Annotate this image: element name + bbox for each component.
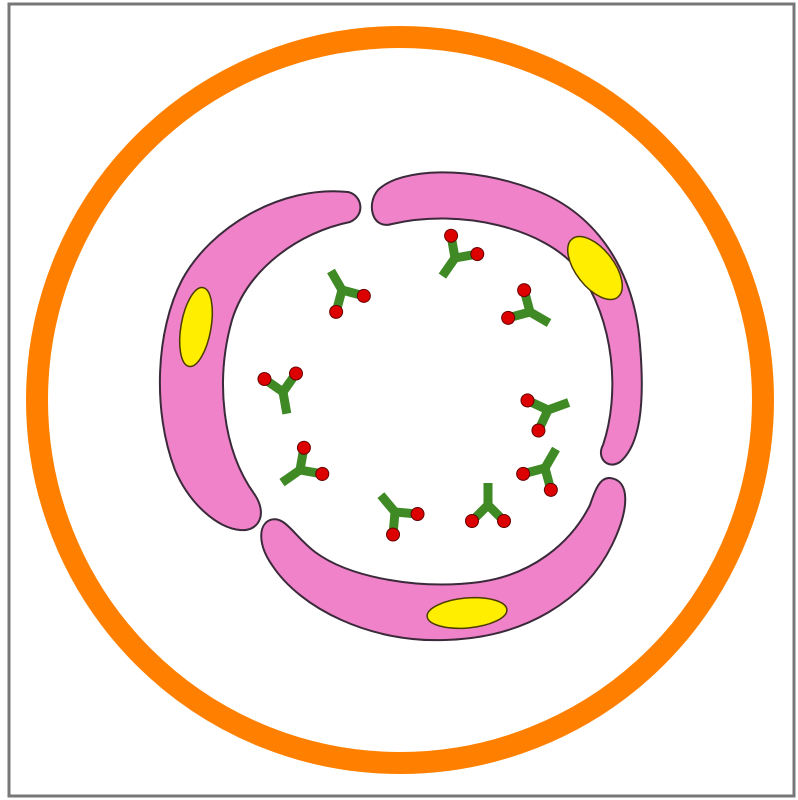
receptor-stem — [381, 495, 395, 512]
ligand-dot — [313, 465, 331, 483]
receptor — [424, 227, 486, 289]
receptor — [519, 381, 576, 439]
ligand-dot — [468, 245, 486, 263]
ligand-dot — [408, 505, 426, 523]
receptor-group — [257, 227, 576, 544]
receptor-stem — [530, 312, 549, 323]
receptor — [269, 439, 331, 501]
left-cell — [160, 191, 360, 530]
receptor-stem — [548, 402, 569, 410]
ligand-dot — [442, 227, 460, 245]
outer-ring — [37, 37, 763, 763]
ligand-dot — [295, 439, 313, 457]
receptor — [312, 260, 373, 321]
ligand-dot — [498, 515, 511, 528]
ligand-dot — [466, 515, 479, 528]
bottom-cell — [261, 478, 625, 640]
receptor-stem — [282, 470, 300, 483]
receptor — [257, 366, 309, 418]
receptor — [466, 483, 511, 528]
receptor — [364, 481, 427, 544]
receptor-stem — [545, 449, 556, 468]
ligand-dot — [384, 525, 402, 543]
receptor — [499, 281, 560, 342]
receptor-stem — [283, 392, 287, 414]
receptor — [514, 438, 575, 499]
receptor-stem — [331, 271, 342, 290]
frame-border — [9, 4, 794, 796]
receptor-stem — [442, 258, 455, 276]
